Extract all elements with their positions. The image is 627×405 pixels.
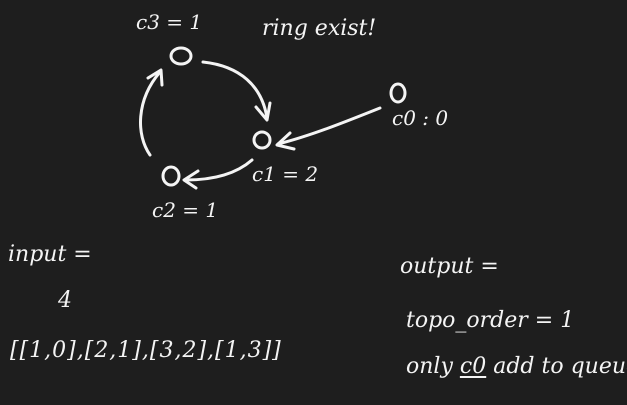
input-edges-list: [[1,0],[2,1],[3,2],[1,3]] xyxy=(10,338,282,363)
node-c3-circle xyxy=(169,46,193,66)
edge-c1-to-c2-arrowhead xyxy=(182,169,200,190)
ring-annotation: ring exist! xyxy=(262,16,377,41)
node-c1-circle xyxy=(252,130,272,150)
output-note-node: c0 xyxy=(459,354,487,379)
node-c0-label: c0 : 0 xyxy=(392,106,449,130)
input-n-value: 4 xyxy=(58,288,72,313)
output-heading: output = xyxy=(400,254,499,279)
edge-c3-to-c1-arrowhead xyxy=(254,101,272,122)
input-heading: input = xyxy=(8,242,92,267)
edge-c0-to-c1 xyxy=(276,106,382,146)
output-queue-note: only c0 add to queue xyxy=(406,356,627,378)
node-c2-circle xyxy=(161,165,181,187)
edge-c2-to-c3 xyxy=(139,70,162,157)
node-c2-label: c2 = 1 xyxy=(152,198,219,222)
output-note-suffix: add to queue xyxy=(493,354,627,379)
node-c3-label: c3 = 1 xyxy=(136,10,203,34)
edge-c3-to-c1 xyxy=(201,60,269,120)
edge-c0-to-c1-arrowhead xyxy=(275,131,296,151)
output-note-prefix: only xyxy=(406,354,453,379)
edge-c2-to-c3-arrowhead xyxy=(146,68,164,87)
node-c1-label: c1 = 2 xyxy=(252,162,319,186)
output-topo-order: topo_order = 1 xyxy=(406,308,575,333)
node-c0-circle xyxy=(389,82,407,104)
edge-c1-to-c2 xyxy=(184,158,254,182)
